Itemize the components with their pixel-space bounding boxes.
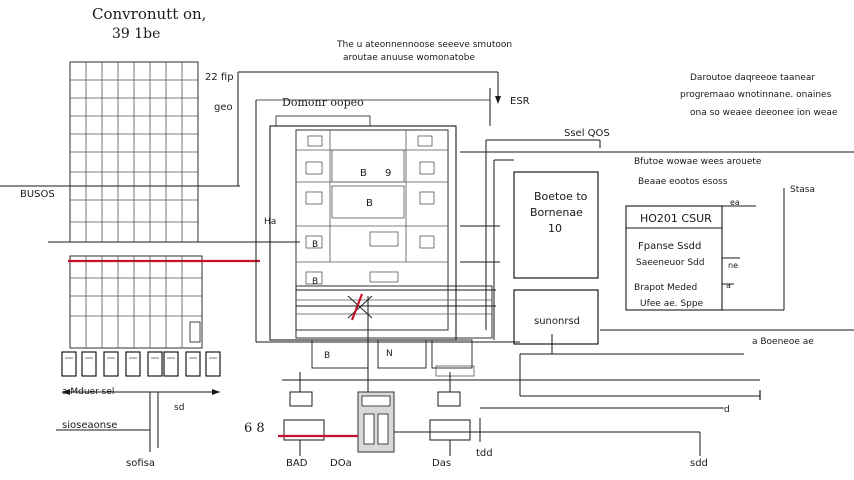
label-geo: geo [214,102,233,113]
bottom-label-sdd: sdd [690,458,708,469]
right-note-line1: Daroutoe daqreeoe taanear [690,73,815,83]
label-sioseaonse: sioseaonse [62,420,117,431]
row-label-7: B [324,351,330,361]
row-label-1: B [360,168,367,179]
sub-box: sunonrsd [513,289,599,354]
bottom-label-68: 6 8 [244,421,265,436]
bottom-label-das: Das [432,458,451,469]
label-22fip: 22 fip [205,72,234,83]
right-edge-label1: a Boeneoe ae [752,337,814,347]
right-tick2: ne [728,261,738,270]
bottom-label-bad: BAD [286,458,308,469]
bottom-component-center [357,296,395,453]
label-busos: BUSOS [20,189,55,200]
right-note-line3: ona so weaee deeonee ion weae [690,108,838,118]
bottom-label-doa: DOa [330,458,352,469]
right-tick1: ea [730,198,740,207]
center-control-block: Domonr oopeo Ha B 9 B B B [264,96,493,377]
title-line1: Convronutt on, [92,5,206,23]
label-esr: ESR [510,96,530,107]
row-label-5: B [312,277,318,287]
label-sd: sd [174,403,184,413]
label-mduer: a Mduer sel [62,387,114,397]
row-label-6: N [386,349,393,359]
label-sofisa: sofisa [126,458,155,469]
bus-box: Boetoe to Bornenae 10 [513,171,599,279]
row-label-3: 9 [385,168,391,179]
right-tick3: a [726,281,731,290]
top-note-line1: The u ateonnennoose seeeve smutoon [336,40,512,50]
center-block-title: Domonr oopeo [282,96,364,109]
right-panel-row4: Ufee ae. Sppe [640,299,704,309]
right-panel-row1: Fpanse Ssdd [638,241,701,252]
bus-box-line1: Boetoe to [534,190,588,203]
terminal-blocks [61,351,221,377]
sub-box-label: sunonrsd [534,316,580,327]
top-note-line2: aroutae anuuse womonatobe [343,53,475,63]
row-label-2: B [366,198,373,209]
right-edge-label2: d [724,405,730,415]
left-breaker-rows [68,255,260,349]
bottom-component-left [283,372,325,456]
left-panel-grid [69,61,199,243]
title-line2: 39 1be [112,26,160,42]
row-label-4: B [312,240,318,250]
right-panel-row3: Brapot Meded [634,283,697,293]
right-panel-note2: Beaae eootos esoss [638,177,728,187]
bus-box-line3: 10 [548,222,562,235]
bottom-component-right [429,372,471,456]
label-ssel: Ssel QOS [564,128,610,139]
right-panel-tag: Stasa [790,185,815,195]
bus-box-line2: Bornenae [530,206,583,219]
right-panel: HO201 CSUR Fpanse Ssdd Saeeneuor Sdd Bra… [625,205,723,311]
right-panel-header: HO201 CSUR [640,212,712,225]
right-panel-row2: Saeeneuor Sdd [636,258,704,268]
right-panel-note1: Bfutoe wowae wees arouete [634,157,762,167]
bottom-label-tdd: tdd [476,448,493,459]
right-note-line2: progremaao wnotinnane. onaines [680,90,832,100]
